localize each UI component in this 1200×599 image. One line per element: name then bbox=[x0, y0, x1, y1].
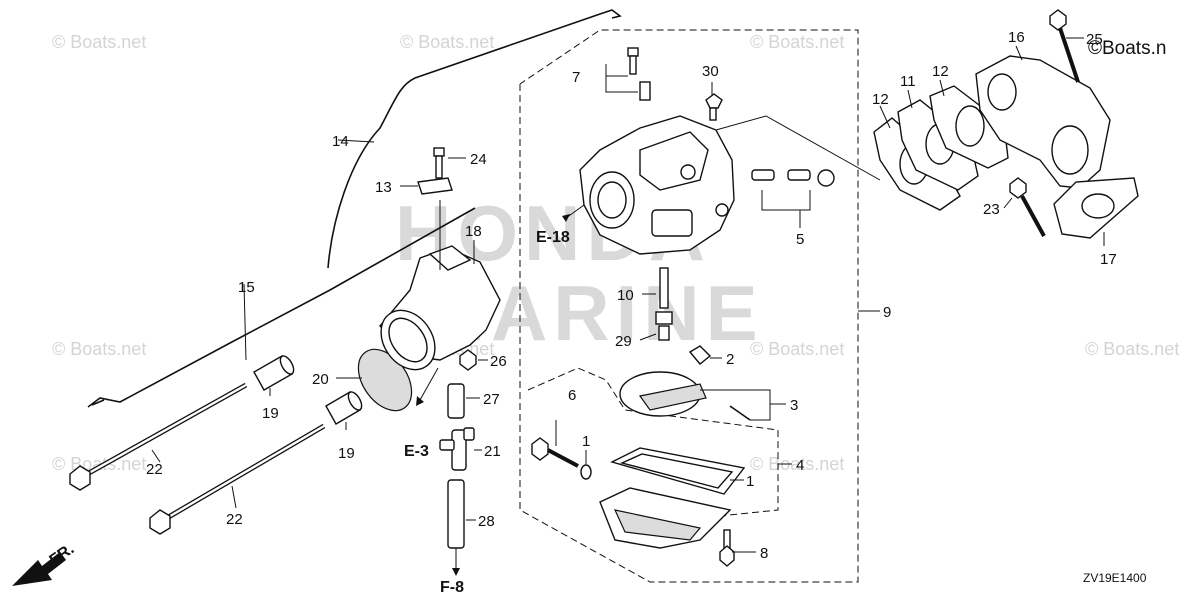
label-4: 4 bbox=[796, 457, 804, 474]
part-labels: 14 15 13 24 18 20 19 19 26 27 21 28 22 2… bbox=[146, 29, 1117, 562]
watermark: © Boats.net bbox=[52, 32, 146, 52]
hose-28 bbox=[447, 479, 465, 549]
nut-26 bbox=[459, 349, 477, 371]
label-23: 23 bbox=[983, 201, 1000, 218]
joint-21 bbox=[439, 427, 475, 471]
ref-e18: E-18 bbox=[536, 229, 570, 246]
collar-19-lower bbox=[325, 391, 363, 425]
collar-19-upper bbox=[253, 355, 295, 391]
label-5: 5 bbox=[796, 231, 804, 248]
label-8: 8 bbox=[760, 545, 768, 562]
assembly-outline bbox=[519, 29, 859, 583]
float-3 bbox=[619, 371, 707, 417]
watermark: © Boats.net bbox=[52, 454, 146, 474]
watermark: © Boats.net bbox=[400, 32, 494, 52]
watermark: © Boats.net bbox=[750, 454, 844, 474]
gasket-17 bbox=[1053, 177, 1139, 239]
corner-watermark: ©Boats.n bbox=[1088, 38, 1166, 59]
label-20: 20 bbox=[312, 371, 329, 388]
watermark: © Boats.net bbox=[750, 339, 844, 359]
choke-rod bbox=[87, 207, 476, 408]
watermark: © Boats.net bbox=[1085, 339, 1179, 359]
label-28: 28 bbox=[478, 513, 495, 530]
leader-3 bbox=[700, 389, 771, 421]
float-chamber bbox=[599, 447, 746, 549]
label-26: 26 bbox=[490, 353, 507, 370]
label-19: 19 bbox=[338, 445, 355, 462]
ref-f8: F-8 bbox=[440, 579, 464, 596]
label-13: 13 bbox=[375, 179, 392, 196]
label-15: 15 bbox=[238, 279, 255, 296]
label-1: 1 bbox=[746, 473, 754, 490]
label-29: 29 bbox=[615, 333, 632, 350]
label-11: 11 bbox=[900, 73, 916, 90]
intake-manifold-16 bbox=[975, 55, 1111, 189]
float-pin-clip-2 bbox=[688, 345, 712, 365]
label-24: 24 bbox=[470, 151, 487, 168]
bolt-22-lower bbox=[149, 423, 326, 535]
label-14: 14 bbox=[332, 133, 349, 150]
label-18: 18 bbox=[465, 223, 482, 240]
leader-carb-to-manifold bbox=[715, 115, 881, 181]
leader-e3 bbox=[419, 367, 439, 401]
leader-lines bbox=[151, 37, 1105, 553]
choke-rod-end bbox=[91, 399, 105, 406]
arrow-e18 bbox=[562, 214, 570, 222]
label-12: 12 bbox=[872, 91, 889, 108]
reference-labels: E-18 E-3 F-8 FR. bbox=[47, 229, 570, 596]
label-25: 25 bbox=[1086, 31, 1103, 48]
label-2: 2 bbox=[726, 351, 734, 368]
carburetor-body bbox=[579, 115, 735, 255]
label-1: 1 bbox=[582, 433, 590, 450]
bolt-25 bbox=[1049, 9, 1080, 83]
subassembly-4-outline bbox=[527, 367, 779, 519]
pilot-screw-set-5 bbox=[751, 169, 835, 187]
label-22: 22 bbox=[226, 511, 243, 528]
watermark: © Boats.net bbox=[52, 339, 146, 359]
label-10: 10 bbox=[617, 287, 634, 304]
label-19: 19 bbox=[262, 405, 279, 422]
front-arrow-icon bbox=[12, 552, 66, 586]
bracket-13 bbox=[417, 177, 453, 195]
screw-30 bbox=[705, 93, 723, 121]
bolt-22-upper bbox=[69, 382, 248, 491]
label-7: 7 bbox=[572, 69, 580, 86]
float-pin-3 bbox=[729, 405, 751, 421]
label-12: 12 bbox=[932, 63, 949, 80]
bolt-24 bbox=[433, 147, 445, 179]
label-17: 17 bbox=[1100, 251, 1117, 268]
diagram-code: ZV19E1400 bbox=[1083, 571, 1147, 585]
label-16: 16 bbox=[1008, 29, 1025, 46]
watermark: © Boats.net bbox=[750, 32, 844, 52]
hose-27 bbox=[447, 383, 465, 419]
screw-8 bbox=[719, 529, 735, 567]
air-intake-body bbox=[379, 245, 501, 371]
bolt-23 bbox=[1009, 177, 1046, 237]
jet-10 bbox=[655, 267, 673, 341]
arrow-f8 bbox=[452, 568, 460, 576]
washer-1 bbox=[580, 464, 592, 480]
label-27: 27 bbox=[483, 391, 500, 408]
label-3: 3 bbox=[790, 397, 798, 414]
drain-screw-6 bbox=[531, 437, 579, 468]
label-9: 9 bbox=[883, 304, 891, 321]
arrow-e3 bbox=[416, 396, 424, 406]
screw-7-set bbox=[627, 47, 651, 101]
label-21: 21 bbox=[484, 443, 501, 460]
bracket-5 bbox=[761, 190, 811, 211]
label-22: 22 bbox=[146, 461, 163, 478]
label-30: 30 bbox=[702, 63, 719, 80]
label-6: 6 bbox=[568, 387, 576, 404]
ref-e3: E-3 bbox=[404, 443, 429, 460]
throttle-rod bbox=[327, 9, 622, 269]
gasket-12-right bbox=[929, 85, 1009, 169]
